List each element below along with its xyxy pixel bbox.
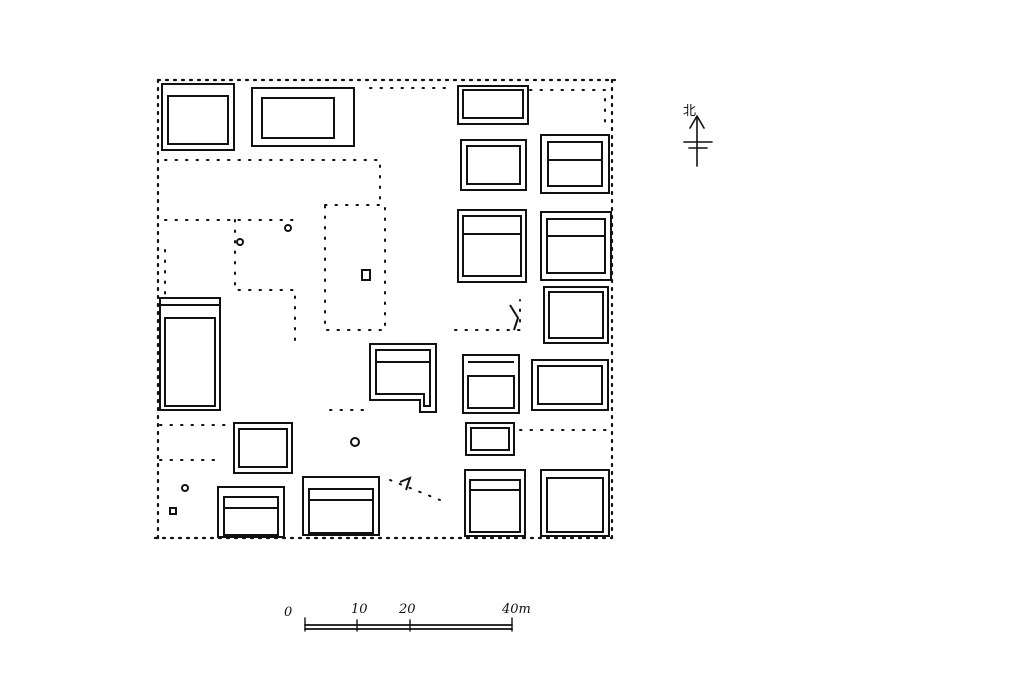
building-plot (369, 343, 437, 413)
scale-tick-20: 20 (399, 602, 416, 617)
north-label: 北 (683, 104, 697, 119)
dotted-enclosures (159, 87, 611, 501)
scale-tick-10: 10 (351, 602, 368, 617)
building-plot (540, 211, 612, 281)
building-plot (457, 85, 529, 125)
scale-bar (304, 617, 513, 632)
small-features (169, 224, 520, 515)
building-plot (465, 422, 515, 456)
north-arrow-icon (683, 115, 713, 167)
building-plot (217, 486, 285, 538)
building-plot (302, 476, 380, 536)
building-plot (457, 209, 527, 283)
building-plot (540, 134, 610, 194)
scale-tick-0: 0 (284, 605, 293, 620)
building-plot (540, 469, 610, 537)
building-plot (464, 469, 526, 537)
building-plot (462, 354, 520, 414)
building-plot (159, 297, 221, 411)
building-plot (543, 286, 609, 344)
building-plot (460, 139, 527, 191)
scale-tick-40m: 40m (502, 602, 531, 617)
building-plot (531, 359, 609, 411)
building-plot (161, 83, 235, 151)
buildings (159, 83, 612, 538)
building-plot (251, 87, 355, 147)
building-plot (233, 422, 293, 474)
